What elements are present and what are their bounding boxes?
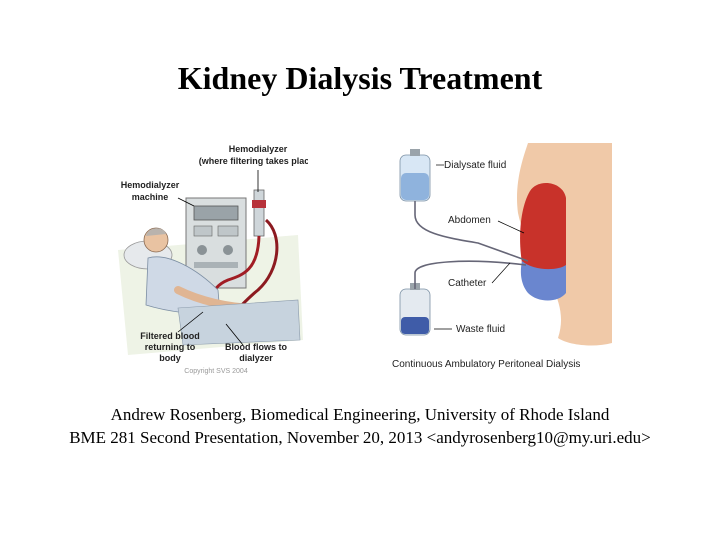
label-hemodialyzer-sub: (where filtering takes place) — [199, 156, 308, 166]
hemodialysis-illustration: Hemodialyzer (where filtering takes plac… — [108, 140, 317, 380]
figure-caption-capd: Continuous Ambulatory Peritoneal Dialysi… — [392, 359, 580, 370]
label-filtered-line1: Filtered blood — [140, 331, 200, 341]
label-blood-flows-line1: Blood flows to — [225, 342, 287, 352]
label-machine-line2: machine — [132, 192, 169, 202]
label-filtered-line3: body — [159, 353, 181, 363]
slide-footer: Andrew Rosenberg, Biomedical Engineering… — [0, 403, 720, 449]
label-machine-line1: Hemodialyzer — [121, 180, 180, 190]
label-dialysate-fluid: Dialysate fluid — [444, 160, 506, 171]
label-catheter: Catheter — [448, 278, 487, 289]
copyright-text: Copyright SVS 2004 — [184, 368, 248, 375]
author-line: Andrew Rosenberg, Biomedical Engineering… — [110, 405, 610, 424]
label-blood-flows-line2: dialyzer — [239, 353, 273, 363]
presentation-line: BME 281 Second Presentation, November 20… — [69, 428, 651, 447]
slide-title: Kidney Dialysis Treatment — [177, 60, 543, 96]
label-abdomen: Abdomen — [448, 215, 491, 226]
label-filtered-line2: returning to — [145, 342, 196, 352]
label-waste-fluid: Waste fluid — [456, 324, 505, 335]
label-hemodialyzer: Hemodialyzer — [229, 144, 288, 154]
peritoneal-dialysis-illustration: Dialysate fluid Abdomen Catheter Waste f… — [388, 143, 616, 375]
